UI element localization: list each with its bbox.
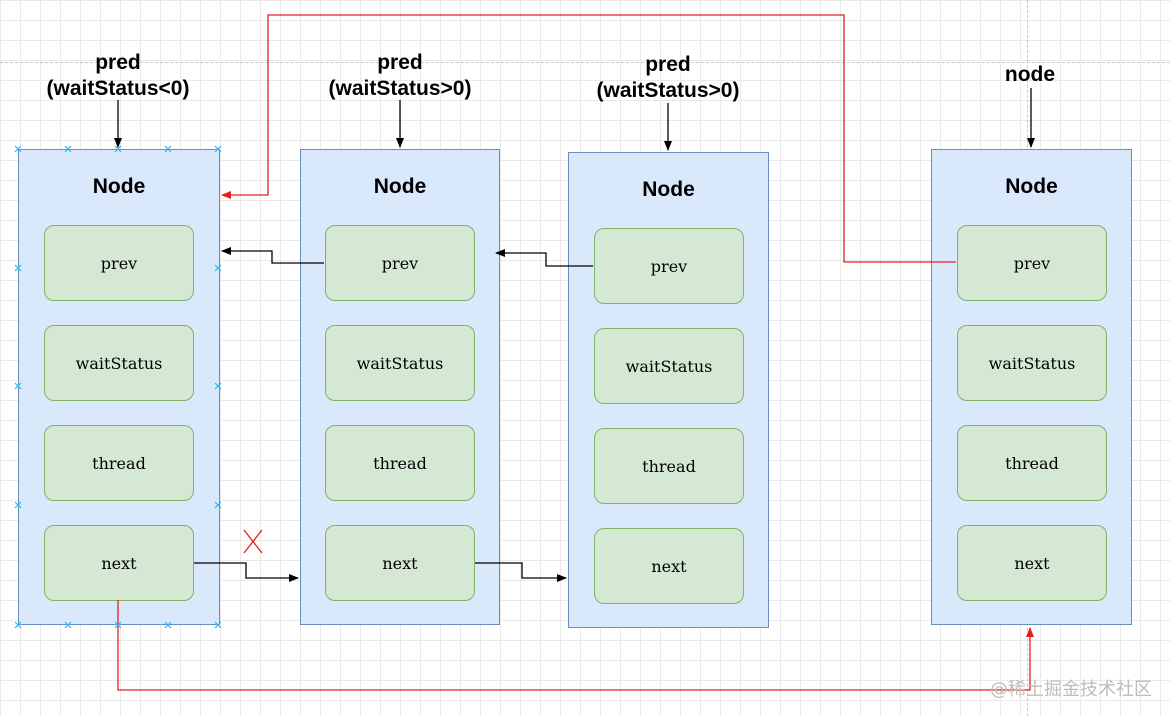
removed-link-cross-icon [243, 529, 263, 554]
pred-label-2: pred (waitStatus>0) [328, 51, 472, 100]
field-waitstatus[interactable]: waitStatus [44, 325, 194, 401]
field-next[interactable]: next [957, 525, 1107, 601]
pred-label-1: pred (waitStatus<0) [46, 51, 190, 100]
field-prev[interactable]: prev [325, 225, 475, 301]
node-box-4[interactable]: Node prev waitStatus thread next [931, 149, 1132, 625]
field-waitstatus[interactable]: waitStatus [594, 328, 744, 404]
field-thread[interactable]: thread [957, 425, 1107, 501]
new-next-arrow-pred-to-node [117, 600, 1034, 691]
pred-label-3: pred (waitStatus>0) [596, 53, 740, 102]
field-next[interactable]: next [594, 528, 744, 604]
new-prev-arrow-node-to-pred [221, 14, 956, 263]
node-title: Node [642, 178, 695, 201]
field-thread[interactable]: thread [594, 428, 744, 504]
node-label: node [1004, 63, 1056, 86]
field-waitstatus[interactable]: waitStatus [325, 325, 475, 401]
watermark: @稀土掘金技术社区 [990, 679, 1152, 700]
field-prev[interactable]: prev [44, 225, 194, 301]
node-title: Node [92, 175, 146, 198]
field-prev[interactable]: prev [957, 225, 1107, 301]
field-waitstatus[interactable]: waitStatus [957, 325, 1107, 401]
field-thread[interactable]: thread [44, 425, 194, 501]
node-box-2[interactable]: Node prev waitStatus thread next [300, 149, 500, 625]
field-next[interactable]: next [325, 525, 475, 601]
node-title: Node [373, 175, 427, 198]
field-prev[interactable]: prev [594, 228, 744, 304]
node-title: Node [1005, 175, 1058, 198]
node-box-1[interactable]: Node prev waitStatus thread next [18, 149, 220, 625]
guide-line-horizontal [0, 62, 1170, 63]
next-arrow-node2-to-node3 [475, 562, 567, 582]
field-thread[interactable]: thread [325, 425, 475, 501]
selection-handles [14, 145, 222, 629]
field-next[interactable]: next [44, 525, 194, 601]
prev-arrow-node2-to-node1 [221, 247, 324, 264]
prev-arrow-node3-to-node2 [495, 249, 593, 267]
next-arrow-node1-to-node2 [194, 562, 299, 582]
node-box-3[interactable]: Node prev waitStatus thread next [568, 152, 769, 628]
